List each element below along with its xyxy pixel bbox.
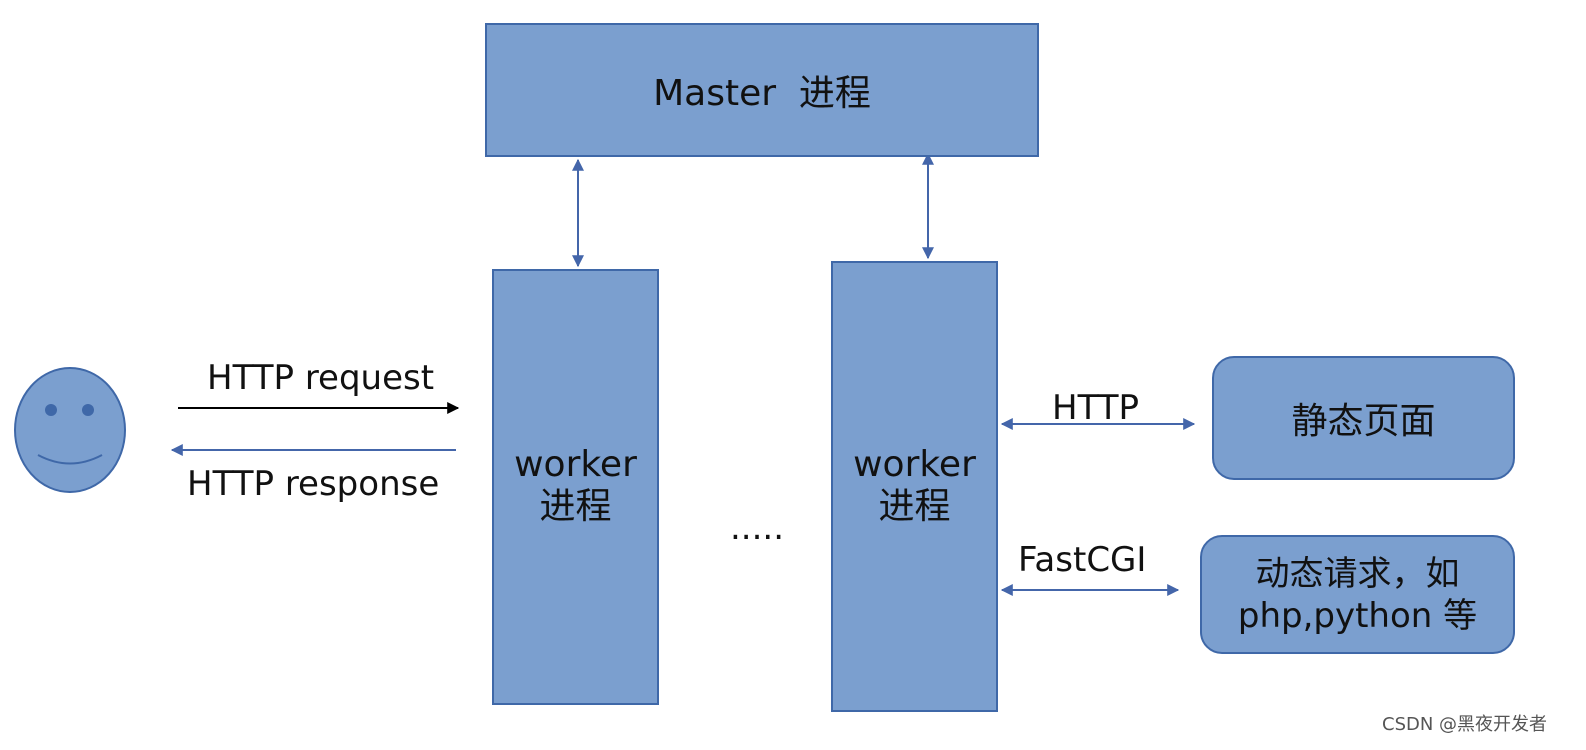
http-response-label: HTTP response xyxy=(187,464,440,504)
dynamic-request-box: 动态请求，如 php,python 等 xyxy=(1200,535,1515,654)
dynamic-request-label-line1: 动态请求，如 xyxy=(1255,553,1460,594)
dynamic-request-label-line2: php,python 等 xyxy=(1237,595,1478,636)
ellipsis-label: ..... xyxy=(730,508,785,548)
http-request-label: HTTP request xyxy=(207,358,435,398)
worker-right-label-line1: worker xyxy=(853,443,976,485)
worker-process-box-right: worker 进程 xyxy=(831,261,998,712)
fastcgi-label: FastCGI xyxy=(1018,540,1147,580)
worker-process-box-left: worker 进程 xyxy=(492,269,659,705)
watermark-label: CSDN @黑夜开发者 xyxy=(1382,714,1548,735)
worker-right-label-line2: 进程 xyxy=(878,485,951,527)
static-page-label: 静态页面 xyxy=(1291,401,1436,442)
user-smiley-icon xyxy=(14,367,126,493)
worker-left-label-line2: 进程 xyxy=(539,486,612,527)
worker-left-label-line1: worker xyxy=(514,444,637,485)
static-page-box: 静态页面 xyxy=(1212,356,1515,480)
http-label: HTTP xyxy=(1052,388,1140,428)
master-process-label: Master 进程 xyxy=(653,73,871,114)
master-process-box: Master 进程 xyxy=(485,23,1039,157)
